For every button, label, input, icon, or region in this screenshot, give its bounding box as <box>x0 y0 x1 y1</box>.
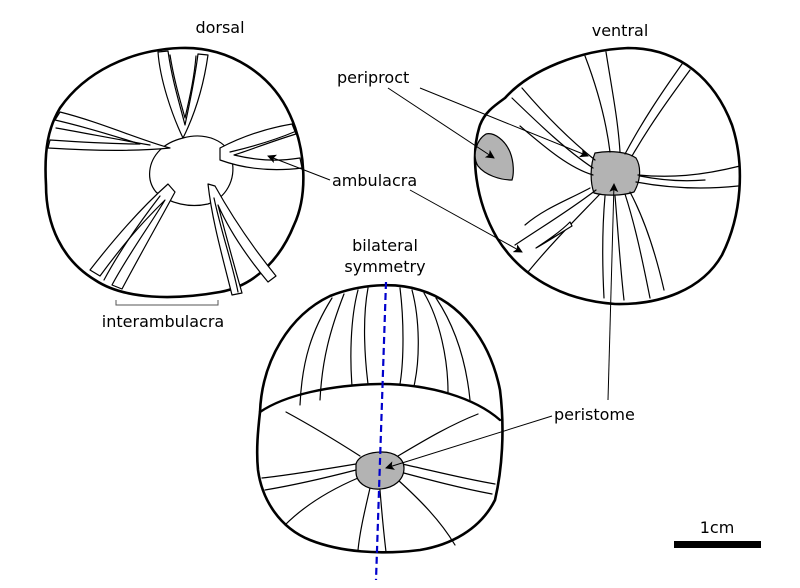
ventral-ambulacrum-right <box>635 165 741 189</box>
bilateral-symmetry-axis <box>374 281 388 581</box>
ventral-ambulacrum-lower-left <box>514 187 601 273</box>
scale-bar <box>674 541 761 548</box>
dorsal-ambulacrum-bottom-left-inner <box>103 195 161 281</box>
ventral-ambulacrum-bottom <box>602 191 665 301</box>
oblique-view <box>255 281 504 581</box>
dorsal-ambulacrum-right-inner <box>229 131 295 153</box>
interambulacra-label: interambulacra <box>102 312 224 331</box>
dorsal-ambulacrum-bottom-right <box>207 183 277 296</box>
ventral-label: ventral <box>592 21 649 40</box>
periproct-pointer-ventral <box>419 87 589 158</box>
ventral-peristome <box>590 151 641 196</box>
bilateral-label-line2: symmetry <box>344 257 425 276</box>
ventral-ambulacrum-top <box>584 51 691 157</box>
dorsal-ambulacrum-top <box>157 50 209 139</box>
peristome-label: peristome <box>554 405 635 424</box>
periproct-pointer <box>387 87 495 159</box>
ambulacra-pointer-ventral <box>409 189 523 253</box>
periproct-label: periproct <box>337 68 409 87</box>
dorsal-label: dorsal <box>195 18 244 37</box>
oblique-test-outline <box>255 283 504 554</box>
scale-bar-label: 1cm <box>700 518 735 537</box>
dorsal-ambulacrum-bottom-right-inner <box>213 197 239 293</box>
peristome-pointer-ventral <box>607 183 619 401</box>
dorsal-ambulacrum-left-inner <box>55 127 151 146</box>
ventral-ambulacrum-lower-left-petal <box>535 221 573 249</box>
dorsal-ambulacrum-right <box>219 123 303 171</box>
oblique-petals-upper <box>299 287 471 406</box>
peristome-pointer-oblique <box>385 415 553 470</box>
dorsal-ambulacrum-left <box>47 111 171 151</box>
dorsal-ambulacrum-top-inner <box>169 54 197 119</box>
bilateral-label-line1: bilateral <box>352 236 418 255</box>
oblique-ambulacra-lower <box>261 411 496 553</box>
interambulacra-bracket <box>115 300 219 306</box>
scale-bar-line <box>674 541 761 548</box>
ambulacra-label: ambulacra <box>332 171 417 190</box>
dorsal-ambulacrum-bottom-left <box>89 183 176 290</box>
oblique-ambitus <box>258 382 502 422</box>
ambulacra-pointer-dorsal <box>267 154 331 181</box>
dorsal-view <box>44 46 305 299</box>
ventral-view <box>473 46 742 306</box>
